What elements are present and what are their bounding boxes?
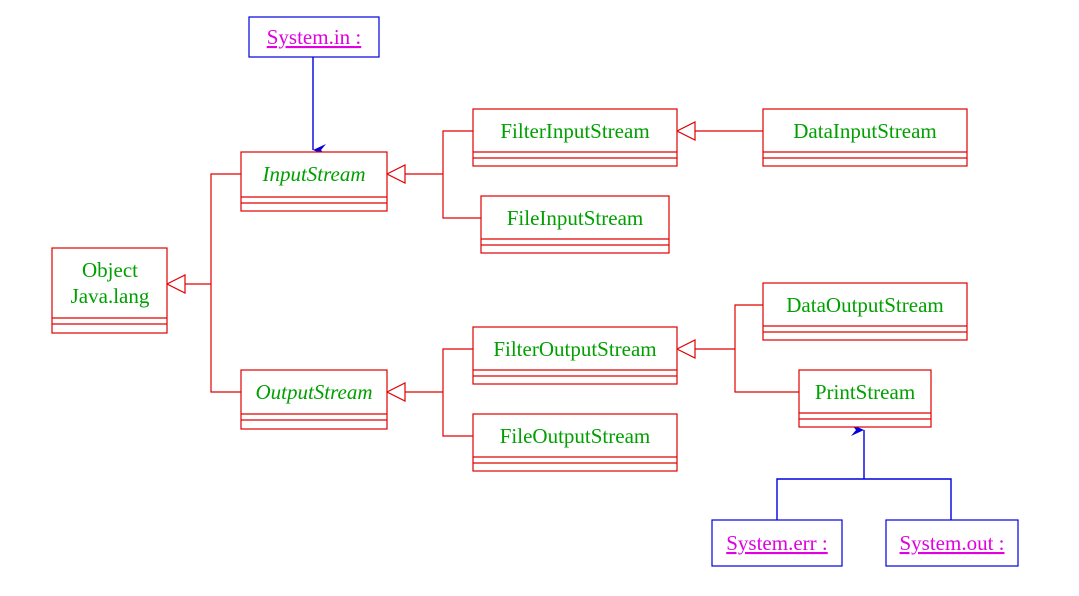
inheritance-lines — [185, 130, 799, 437]
class-fileinputstream-name: FileInputStream — [507, 206, 643, 230]
class-dataoutputstream[interactable] — [762, 282, 968, 341]
class-inputstream-name: InputStream — [261, 162, 365, 186]
class-dataoutputstream-name: DataOutputStream — [786, 293, 943, 317]
class-filteroutputstream-name: FilterOutputStream — [493, 337, 656, 361]
class-datainputstream-name: DataInputStream — [793, 119, 936, 143]
err-out-bracket — [776, 478, 952, 520]
class-filterinputstream[interactable] — [472, 108, 678, 167]
class-fileoutputstream-name: FileOutputStream — [500, 424, 651, 448]
outputstream-children-bracket — [442, 348, 473, 437]
object-system-err-label: System.err : — [726, 531, 827, 555]
inheritance-arrowheads — [165, 121, 696, 402]
object-children-bracket — [210, 173, 241, 393]
class-fileinputstream[interactable] — [480, 195, 670, 254]
class-object[interactable] — [51, 247, 168, 334]
class-object-name: Object — [82, 258, 138, 282]
filteroutputstream-generalization-triangle — [675, 339, 696, 359]
class-datainputstream[interactable] — [762, 108, 968, 167]
object-system-out-label: System.out : — [899, 531, 1004, 555]
class-printstream[interactable] — [798, 369, 932, 428]
class-object-package: Java.lang — [71, 284, 150, 308]
object-system-out[interactable] — [885, 519, 1019, 567]
outputstream-generalization-triangle — [385, 382, 406, 402]
class-outputstream-name: OutputStream — [255, 380, 372, 404]
object-system-err[interactable] — [711, 519, 843, 567]
class-inputstream[interactable] — [240, 151, 388, 212]
object-system-in[interactable] — [248, 16, 380, 58]
filterinputstream-generalization-triangle — [675, 121, 696, 141]
object-links — [312, 57, 952, 520]
class-filteroutputstream[interactable] — [472, 326, 678, 385]
class-printstream-name: PrintStream — [815, 380, 915, 404]
object-generalization-triangle — [165, 274, 186, 294]
class-fileoutputstream[interactable] — [472, 413, 678, 472]
class-filterinputstream-name: FilterInputStream — [500, 119, 649, 143]
object-system-in-label: System.in : — [267, 25, 362, 49]
inputstream-generalization-triangle — [385, 164, 406, 184]
class-outputstream[interactable] — [240, 369, 388, 430]
